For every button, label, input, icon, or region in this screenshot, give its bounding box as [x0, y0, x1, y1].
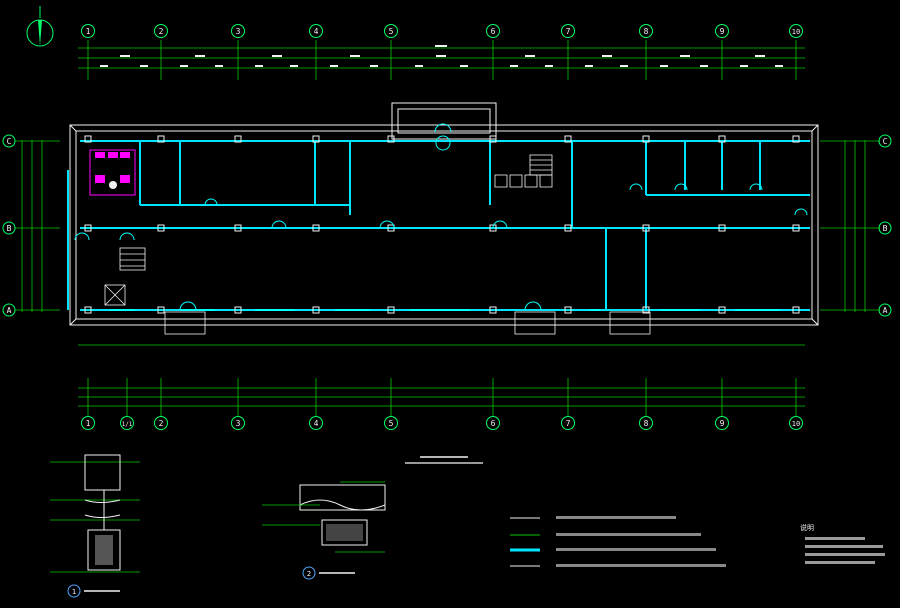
grid-label: 9 — [720, 27, 725, 36]
grid-label: 5 — [389, 419, 394, 428]
top-grid-bubbles: 1 2 3 4 5 6 7 8 9 10 — [81, 24, 803, 38]
north-arrow-icon — [26, 6, 54, 47]
equipment-boxes — [494, 174, 553, 188]
plan-title-block — [405, 456, 483, 464]
grid-label: 6 — [491, 419, 496, 428]
stairs — [104, 154, 553, 306]
detail-label: 2 — [307, 570, 311, 578]
grid-label: 10 — [792, 420, 800, 428]
grid-label: 3 — [236, 27, 241, 36]
interior-walls — [67, 140, 810, 311]
grid-label: A — [7, 306, 12, 315]
door-swings — [74, 123, 808, 311]
grid-label: 8 — [644, 419, 649, 428]
grid-label: 10 — [792, 28, 800, 36]
grid-label: 4 — [314, 419, 319, 428]
grid-label: 2 — [159, 27, 164, 36]
general-notes: 说明 — [800, 523, 885, 564]
bottom-grid-bubbles: 1 1/1 2 3 4 5 6 7 8 9 10 — [81, 416, 803, 430]
grid-label: A — [883, 306, 888, 315]
right-dimension-lines — [820, 140, 880, 312]
structural-columns — [84, 135, 800, 314]
grid-label: B — [883, 224, 888, 233]
grid-label: C — [7, 137, 12, 146]
legend — [510, 516, 726, 567]
grid-label: 7 — [566, 27, 571, 36]
right-grid-bubbles: C B A — [878, 134, 892, 317]
grid-label: 9 — [720, 419, 725, 428]
grid-label: 1 — [86, 27, 91, 36]
grid-label: 4 — [314, 27, 319, 36]
detail-label: 1 — [72, 588, 76, 596]
top-dimension-lines — [78, 40, 805, 80]
grid-label: C — [883, 137, 888, 146]
grid-label: 8 — [644, 27, 649, 36]
grid-label: B — [7, 224, 12, 233]
entry-steps — [164, 311, 651, 335]
left-dimension-lines — [15, 140, 60, 312]
grid-label: 3 — [236, 419, 241, 428]
entry-canopy — [391, 102, 497, 140]
restroom-fixtures — [89, 149, 136, 196]
grid-label: 5 — [389, 27, 394, 36]
bottom-dimension-lines — [78, 344, 805, 416]
detail-2-section: 2 — [262, 481, 386, 580]
grid-label: 1 — [86, 419, 91, 428]
notes-title: 说明 — [800, 523, 814, 532]
grid-label: 2 — [159, 419, 164, 428]
grid-label: 6 — [491, 27, 496, 36]
exterior-walls — [69, 124, 819, 326]
left-grid-bubbles: C B A — [2, 134, 16, 317]
grid-label: 7 — [566, 419, 571, 428]
detail-1-section: 1 — [50, 454, 140, 598]
top-dimension-ticks — [100, 45, 783, 67]
grid-label: 1/1 — [122, 421, 133, 428]
